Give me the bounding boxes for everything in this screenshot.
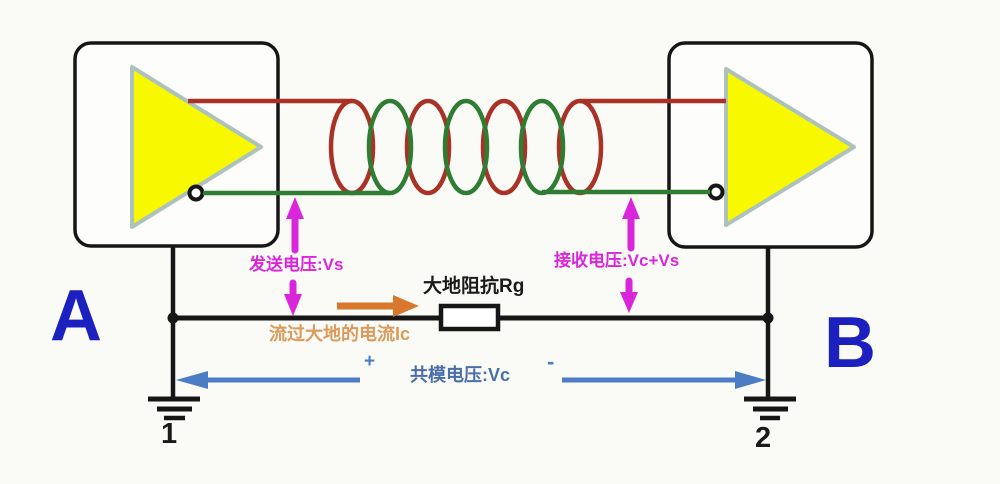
ground-current-arrowhead-icon bbox=[393, 295, 419, 317]
send-voltage-down-arrowhead-icon bbox=[284, 294, 302, 316]
twisted-pair-icon bbox=[518, 98, 566, 196]
junction-dot bbox=[762, 312, 774, 324]
wire-negative bbox=[203, 98, 710, 196]
node-a-label: A bbox=[50, 276, 102, 356]
earth-current-label: 流过大地的电流Ic bbox=[269, 324, 411, 344]
ground-current-arrow bbox=[337, 295, 419, 317]
driver-inversion-bubble-icon bbox=[187, 184, 205, 202]
twisted-pair-icon bbox=[442, 98, 490, 196]
earth-impedance-label: 大地阻抗Rg bbox=[423, 276, 525, 297]
node-b-label: B bbox=[824, 303, 876, 383]
earth-ground-icon bbox=[744, 396, 796, 421]
receiver-inversion-bubble-icon bbox=[707, 183, 725, 201]
receive-voltage-up-arrowhead-icon bbox=[622, 197, 640, 219]
twisted-pair-icon bbox=[480, 98, 528, 196]
send-voltage-label: 发送电压:Vs bbox=[249, 255, 344, 274]
receiver-amplifier-triangle-icon bbox=[724, 67, 856, 227]
resistor-icon bbox=[438, 303, 501, 332]
voltage-arrows bbox=[284, 197, 640, 316]
twisted-pair-icon bbox=[328, 98, 376, 196]
twisted-pair-icon bbox=[404, 98, 452, 196]
ground-circuit bbox=[148, 246, 796, 421]
send-voltage-up-arrowhead-icon bbox=[286, 197, 304, 219]
ground-2-label: 2 bbox=[755, 422, 772, 454]
common-mode-plus-sign: + bbox=[364, 351, 376, 372]
receive-voltage-label: 接收电压:Vc+Vs bbox=[554, 251, 680, 270]
common-mode-minus-sign: - bbox=[547, 349, 555, 374]
earth-ground-icon bbox=[148, 396, 200, 421]
common-mode-right-arrowhead-icon bbox=[735, 371, 766, 389]
junction-dots bbox=[167, 312, 774, 324]
ground-1-label: 1 bbox=[161, 418, 178, 450]
common-mode-left-arrowhead-icon bbox=[176, 371, 208, 389]
junction-dot bbox=[167, 312, 179, 324]
receive-voltage-down-arrowhead-icon bbox=[620, 292, 638, 313]
twisted-pair-icon bbox=[366, 98, 414, 196]
common-mode-arrows bbox=[176, 371, 766, 389]
amplifier-icons bbox=[130, 65, 856, 229]
common-mode-voltage-label: 共模电压:Vc bbox=[410, 365, 511, 385]
twisted-pair-icon bbox=[556, 98, 604, 196]
